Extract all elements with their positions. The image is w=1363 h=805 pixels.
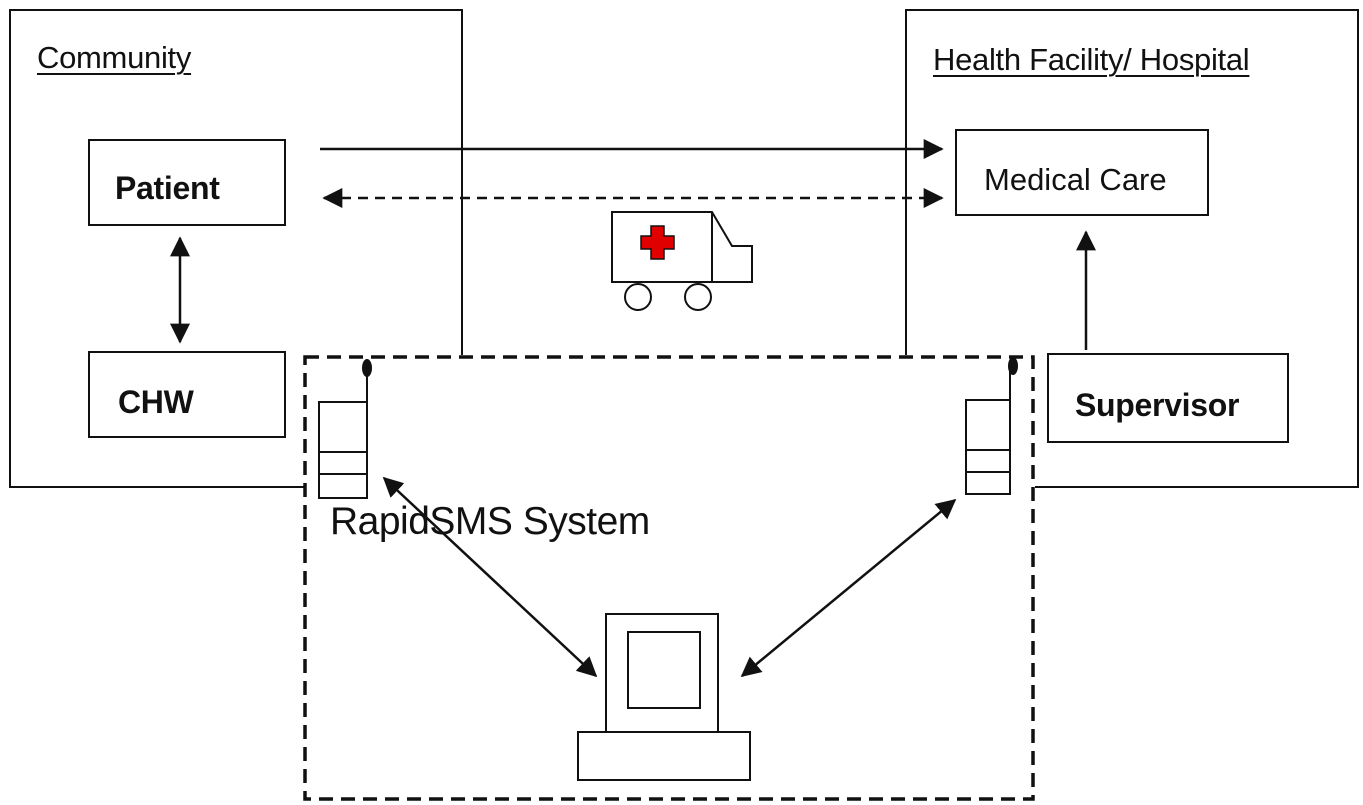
supervisor-label: Supervisor (1075, 387, 1240, 423)
arrow-phone-right-computer (740, 498, 957, 678)
community-region (9, 9, 463, 488)
chw-box (88, 351, 286, 438)
patient-label: Patient (115, 170, 220, 206)
arrow-phone-left-computer (382, 476, 598, 678)
ambulance-icon (611, 211, 753, 311)
rapidsms-region (303, 355, 1035, 801)
hospital-region (905, 9, 1359, 488)
medical-care-box (955, 129, 1209, 216)
computer-icon (577, 613, 751, 781)
ambulance-cross-icon (640, 225, 675, 260)
community-title: Community (37, 40, 192, 75)
chw-label: CHW (118, 384, 194, 420)
supervisor-box (1047, 353, 1289, 443)
mobile-phone-right-icon (965, 357, 1018, 495)
patient-box (88, 139, 286, 226)
medical-care-label: Medical Care (984, 162, 1167, 197)
mobile-phone-left-icon (318, 359, 372, 499)
hospital-title: Health Facility/ Hospital (933, 42, 1250, 77)
rapidsms-title: RapidSMS System (330, 500, 650, 543)
